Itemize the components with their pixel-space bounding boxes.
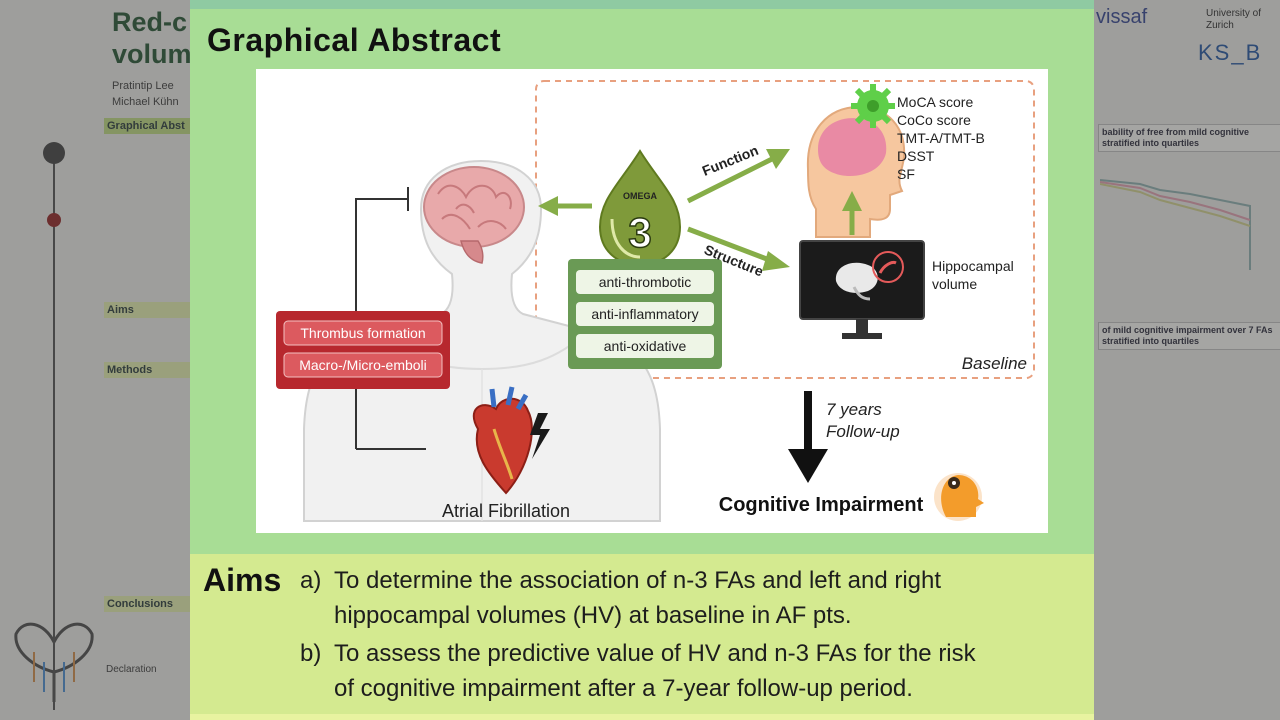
background-declaration: Declaration (106, 664, 157, 675)
arrow-omega-to-brain (538, 196, 558, 216)
background-section-graphical: Graphical Abst (104, 118, 196, 134)
monitor-icon (799, 240, 925, 339)
background-poster-title: Red-c volum (112, 7, 192, 69)
aims-heading: Aims (203, 562, 282, 598)
benefit-anti-inflammatory: anti-inflammatory (591, 306, 698, 322)
aims-section: Aims a) To determine the association of … (190, 554, 1094, 714)
aim-b-line2: of cognitive impairment after a 7-year f… (334, 675, 913, 702)
thrombus-panel: Thrombus formation Macro-/Micro-emboli (276, 311, 450, 389)
background-figure-caption-1: bability of free from mild cognitive str… (1098, 124, 1280, 152)
thrombus-label: Thrombus formation (300, 325, 425, 341)
background-right-panel (1094, 0, 1280, 720)
cognitive-head-icon (934, 473, 984, 521)
swiss-af-logo: vissaf (1096, 6, 1148, 28)
heart-icon (472, 386, 533, 495)
followup-label-line2: Follow-up (826, 422, 900, 441)
aim-a-line2: hippocampal volumes (HV) at baseline in … (334, 602, 852, 629)
background-figure-caption-2: of mild cognitive impairment over 7 FAs … (1098, 322, 1280, 350)
timeline-active-marker[interactable] (47, 213, 61, 227)
omega-label: OMEGA (623, 191, 658, 201)
followup-label-line1: 7 years (826, 400, 882, 419)
aim-b-line1: To assess the predictive value of HV and… (334, 640, 976, 667)
baseline-label: Baseline (962, 354, 1027, 373)
omega-number: 3 (628, 209, 651, 256)
background-section-methods: Methods (104, 362, 196, 378)
section-title: Graphical Abstract (207, 22, 502, 58)
arrow-function (766, 149, 790, 169)
omega3-drop-icon: OMEGA 3 (598, 149, 682, 267)
gear-icon (851, 84, 895, 128)
cognitive-scores-list: MoCA score CoCo score TMT-A/TMT-B DSST S… (897, 94, 985, 182)
score-tmt: TMT-A/TMT-B (897, 130, 985, 146)
score-coco: CoCo score (897, 112, 971, 128)
arrow-structure-to-function (842, 191, 862, 211)
hippocampal-label-line2: volume (932, 276, 977, 292)
timeline-marker-dot[interactable] (43, 142, 65, 164)
aim-text-b: To assess the predictive value of HV and… (334, 636, 1074, 706)
followup-arrow-shaft (804, 391, 812, 453)
cognitive-impairment-label: Cognitive Impairment (719, 494, 924, 516)
atrial-fibrillation-label: Atrial Fibrillation (442, 501, 570, 521)
graphical-abstract-diagram: Thrombus formation Macro-/Micro-emboli A… (276, 80, 1035, 522)
benefits-panel: anti-thrombotic anti-inflammatory anti-o… (568, 259, 722, 369)
hippocampal-label-line1: Hippocampal (932, 258, 1014, 274)
emboli-label: Macro-/Micro-emboli (299, 357, 427, 373)
uzh-logo: University of Zurich (1206, 8, 1262, 31)
aim-letter-b: b) (300, 640, 322, 667)
score-moca: MoCA score (897, 94, 973, 110)
ksb-logo: KS_B (1198, 40, 1263, 65)
aims-bottom-strip (190, 714, 1094, 720)
background-section-aims: Aims (104, 302, 196, 318)
top-strip (190, 0, 1094, 9)
followup-arrow-head (788, 449, 828, 483)
background-kaplan-meier-plot (1100, 179, 1251, 270)
aim-a-line1: To determine the association of n-3 FAs … (334, 567, 942, 594)
head-profile-icon (806, 105, 906, 238)
benefit-anti-oxidative: anti-oxidative (604, 338, 687, 354)
background-section-conclusions: Conclusions (104, 596, 196, 612)
graphical-abstract: Thrombus formation Macro-/Micro-emboli A… (256, 69, 1048, 533)
score-dsst: DSST (897, 148, 935, 164)
brain-icon (423, 166, 525, 264)
background-authors: Pratintip Lee Michael Kühn (112, 80, 179, 108)
aim-text-a: To determine the association of n-3 FAs … (334, 563, 1074, 633)
aim-letter-a: a) (300, 567, 322, 594)
background-timeline-line (53, 150, 55, 710)
function-label: Function (700, 142, 761, 179)
arrow-structure (762, 251, 790, 271)
lightning-icon (530, 413, 550, 459)
benefit-anti-thrombotic: anti-thrombotic (599, 274, 692, 290)
zoomed-poster-panel: Graphical Abstract (190, 0, 1094, 720)
score-sf: SF (897, 166, 915, 182)
